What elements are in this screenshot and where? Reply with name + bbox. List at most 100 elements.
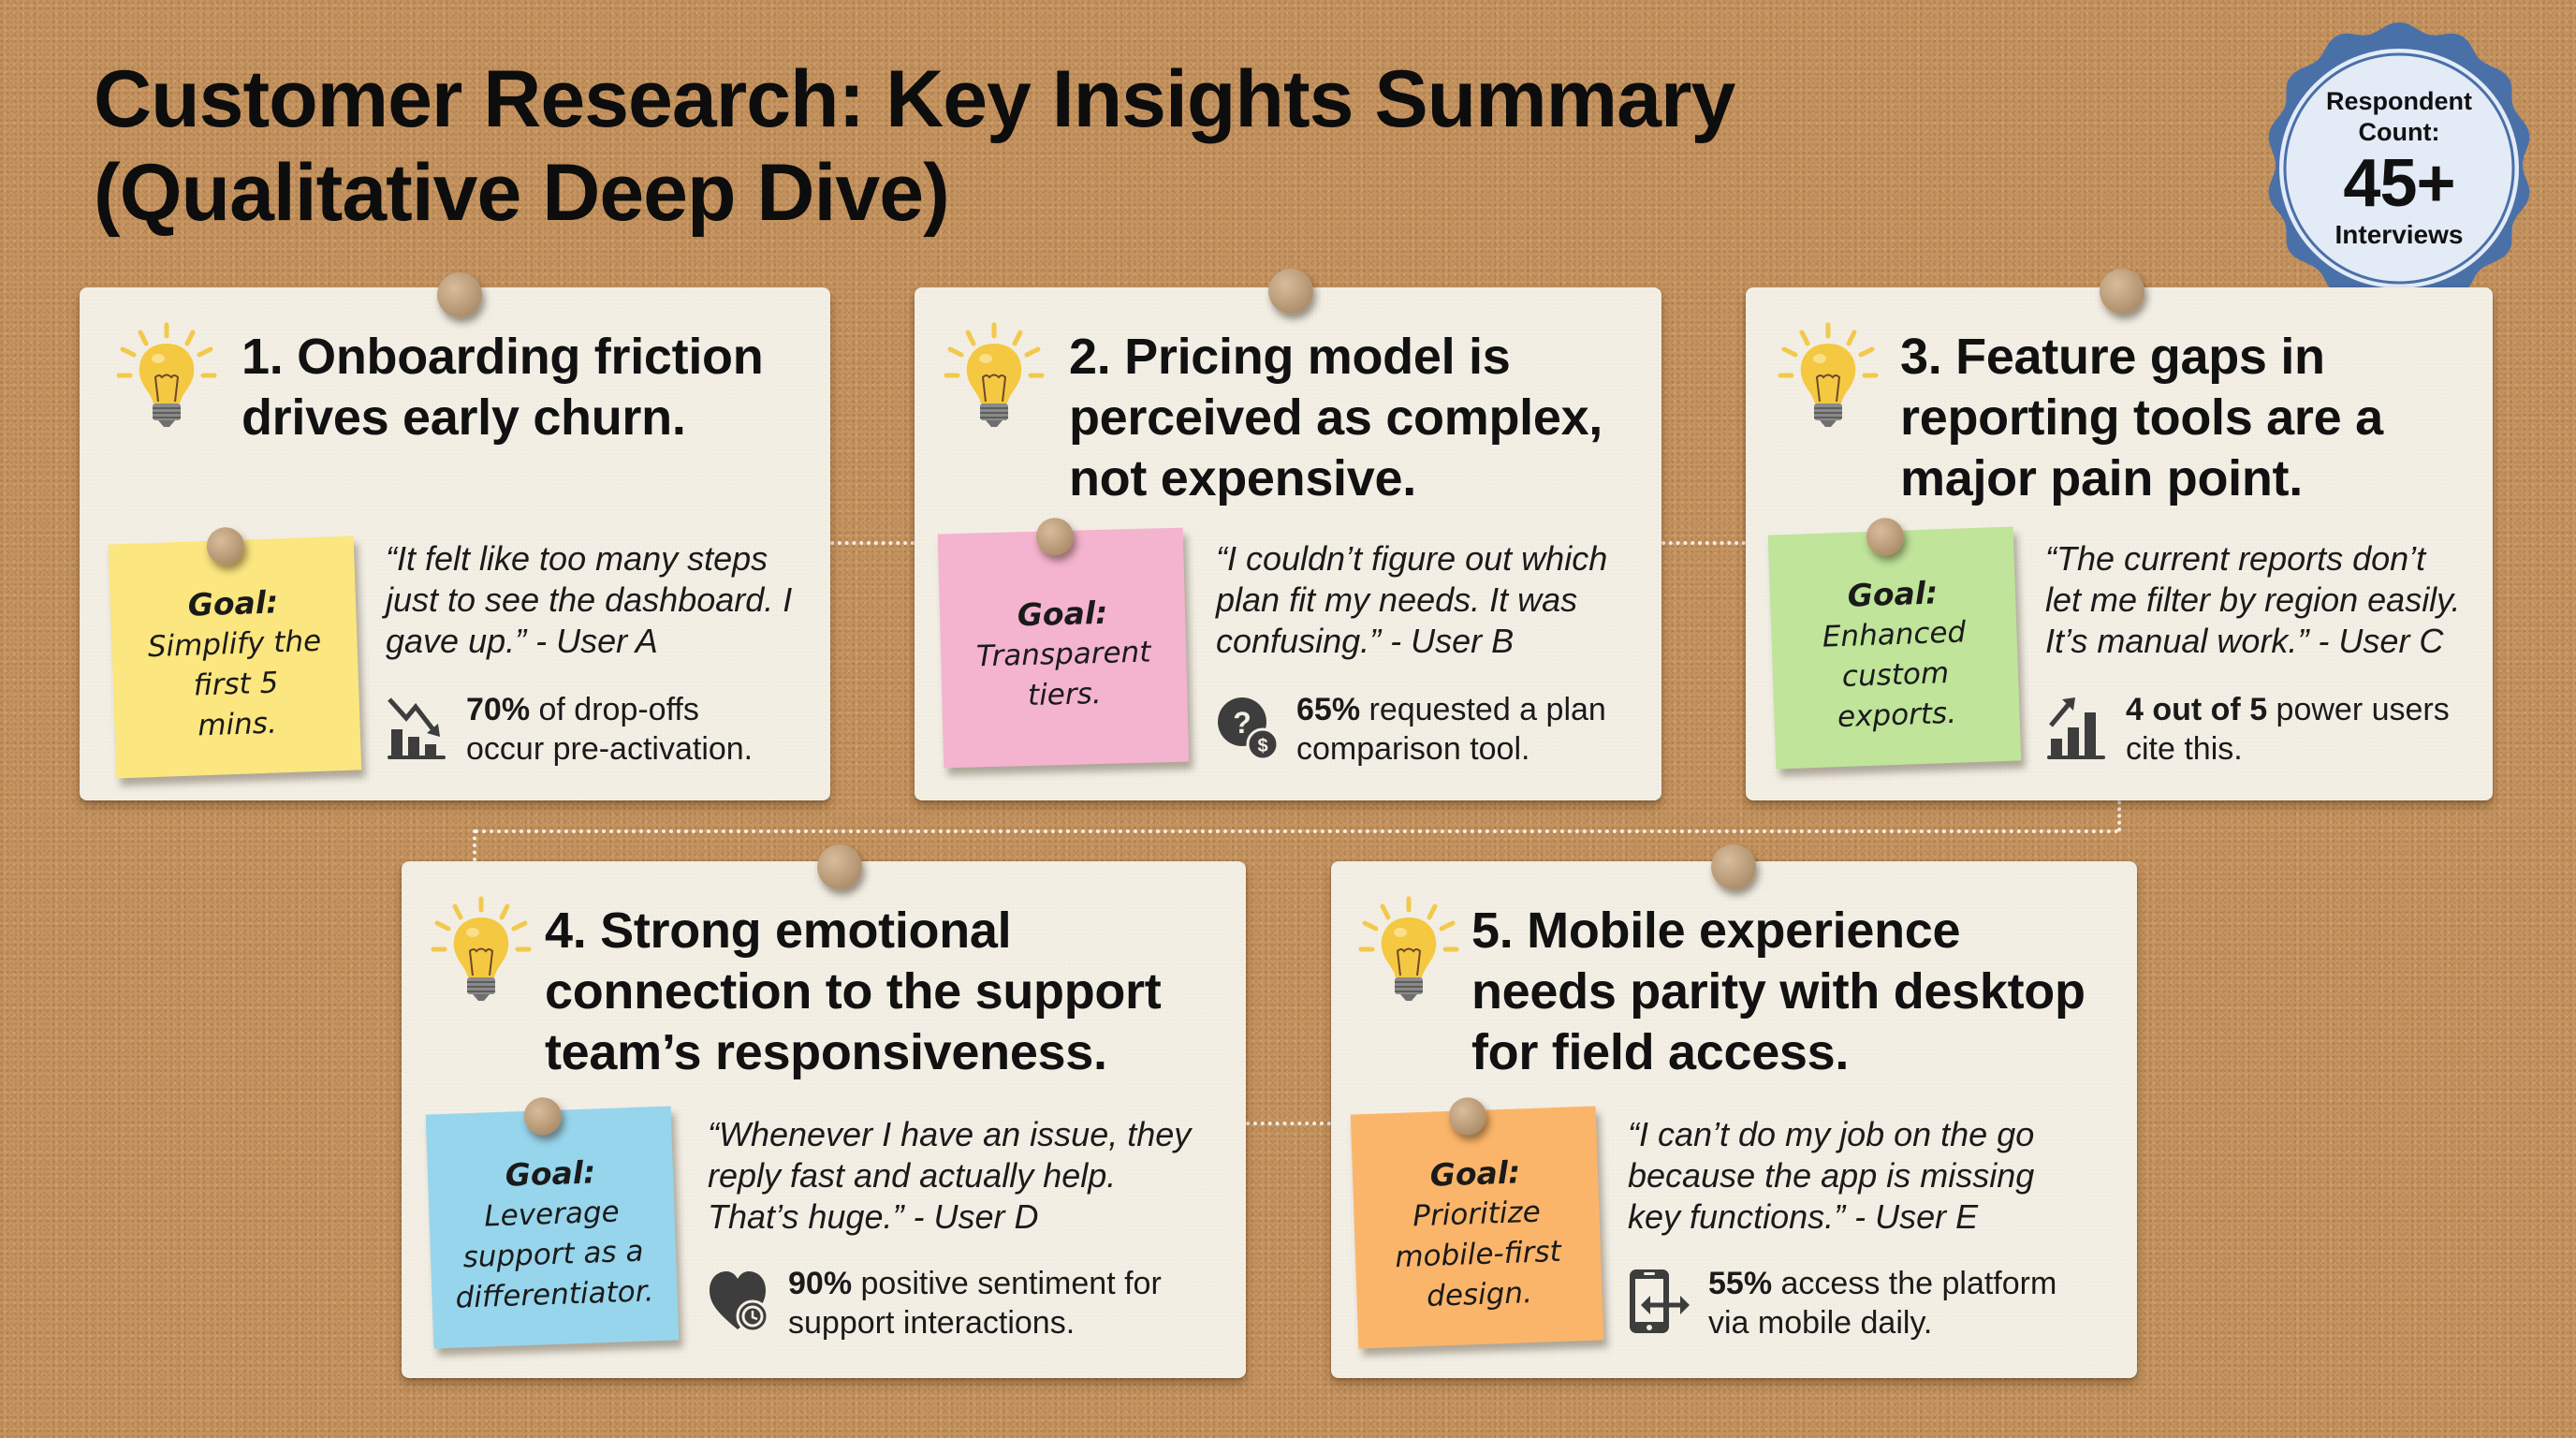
badge-count: 45+ bbox=[2343, 146, 2455, 221]
user-quote: “I can’t do my job on the go because the… bbox=[1628, 1114, 2115, 1238]
push-pin-icon bbox=[523, 1096, 563, 1136]
stat-value: 70% bbox=[466, 692, 531, 727]
stat-description: requested a plan bbox=[1360, 692, 1606, 727]
quote-line: gave up.” - User A bbox=[386, 622, 658, 660]
goal-label: Goal: bbox=[187, 582, 279, 624]
chart-growth-icon bbox=[2047, 697, 2105, 759]
insight-title: 2. Pricing model is perceived as complex… bbox=[1069, 327, 1649, 509]
goal-text-line: exports. bbox=[1837, 696, 1957, 734]
stat-description: access the platform bbox=[1772, 1266, 2057, 1301]
goal-label: Goal: bbox=[505, 1152, 596, 1194]
svg-text:$: $ bbox=[1257, 736, 1267, 756]
goal-label: Goal: bbox=[1847, 573, 1939, 614]
stat-text: 65% requested a plan comparison tool. bbox=[1296, 690, 1652, 769]
page-title-line-2: (Qualitative Deep Dive) bbox=[94, 148, 950, 238]
mobile-sync-icon bbox=[1630, 1269, 1690, 1333]
connector-2-3 bbox=[1661, 541, 1746, 545]
badge-label-line-2: Count: bbox=[2358, 118, 2440, 146]
page-title: Customer Research: Key Insights Summary … bbox=[94, 52, 1735, 240]
quote-line: “I couldn’t figure out which bbox=[1216, 539, 1608, 578]
quote-line: because the app is missing bbox=[1628, 1156, 2035, 1195]
insight-title-line: needs parity with desktop bbox=[1471, 963, 2086, 1020]
insight-title-line: 2. Pricing model is bbox=[1069, 329, 1511, 385]
insight-title-line: team’s responsiveness. bbox=[545, 1024, 1107, 1080]
insight-card-2: 2. Pricing model is perceived as complex… bbox=[915, 269, 1661, 800]
goal-text-line: Prioritize bbox=[1412, 1195, 1542, 1233]
goal-text-line: first 5 bbox=[193, 665, 279, 703]
lightbulb-icon bbox=[430, 895, 533, 1005]
insight-title-line: perceived as complex, bbox=[1069, 389, 1603, 446]
insight-title-line: major pain point. bbox=[1900, 450, 2303, 506]
connector-4-5 bbox=[1246, 1122, 1331, 1125]
quote-line: confusing.” - User B bbox=[1216, 622, 1515, 660]
lightbulb-icon bbox=[1777, 321, 1880, 432]
insight-title-line: 5. Mobile experience bbox=[1471, 902, 1961, 959]
user-quote: “Whenever I have an issue, they reply fa… bbox=[708, 1114, 1213, 1238]
goal-label: Goal: bbox=[1017, 594, 1108, 634]
goal-text: Transparent tiers. bbox=[975, 633, 1152, 718]
quote-line: “The current reports don’t bbox=[2045, 539, 2426, 578]
stat-description: comparison tool. bbox=[1296, 731, 1530, 767]
push-pin-icon bbox=[1035, 517, 1075, 556]
insight-stat: 4 out of 5 power users cite this. bbox=[2045, 690, 2481, 769]
user-quote: “I couldn’t figure out which plan fit my… bbox=[1216, 538, 1656, 662]
push-pin-icon bbox=[2100, 269, 2144, 314]
heart-clock-icon bbox=[710, 1271, 769, 1333]
stat-description: of drop-offs bbox=[530, 692, 699, 727]
lightbulb-icon bbox=[115, 321, 218, 432]
quote-line: That’s huge.” - User D bbox=[708, 1197, 1039, 1236]
push-pin-icon bbox=[437, 272, 482, 317]
goal-text-line: custom bbox=[1841, 655, 1950, 694]
connector-3-4-down bbox=[473, 829, 476, 861]
insight-card-4: 4. Strong emotional connection to the su… bbox=[402, 844, 1246, 1378]
goal-text: Prioritize mobile-first design. bbox=[1393, 1191, 1563, 1317]
respondent-count-badge: Respondent Count: 45+ Interviews bbox=[2251, 21, 2547, 316]
goal-text-line: tiers. bbox=[1027, 676, 1103, 713]
quote-line: let me filter by region easily. bbox=[2045, 580, 2461, 619]
svg-text:?: ? bbox=[1233, 706, 1251, 740]
page-title-line-1: Customer Research: Key Insights Summary bbox=[94, 54, 1735, 144]
insight-card-3: 3. Feature gaps in reporting tools are a… bbox=[1746, 269, 2493, 800]
goal-text-line: support as a bbox=[461, 1234, 645, 1274]
insight-title-line: 1. Onboarding friction bbox=[242, 329, 764, 385]
stat-value: 4 out of 5 bbox=[2126, 692, 2268, 727]
goal-sticky-note: Goal: Leverage support as a differentiat… bbox=[425, 1096, 680, 1349]
connector-3-4-up bbox=[2117, 800, 2121, 831]
stat-text: 90% positive sentiment for support inter… bbox=[788, 1264, 1219, 1343]
insight-title-line: 3. Feature gaps in bbox=[1900, 329, 2325, 385]
stat-value: 90% bbox=[788, 1266, 853, 1301]
push-pin-icon bbox=[206, 526, 245, 565]
goal-text-line: design. bbox=[1426, 1275, 1533, 1313]
goal-sticky-note: Goal: Simplify the first 5 mins. bbox=[108, 526, 362, 779]
insight-title: 5. Mobile experience needs parity with d… bbox=[1471, 901, 2127, 1083]
insight-title-line: not expensive. bbox=[1069, 450, 1416, 506]
stat-description: via mobile daily. bbox=[1708, 1305, 1933, 1341]
stat-text: 55% access the platform via mobile daily… bbox=[1708, 1264, 2139, 1343]
quote-line: plan fit my needs. It was bbox=[1216, 580, 1578, 619]
stat-description: positive sentiment for bbox=[852, 1266, 1162, 1301]
lightbulb-icon bbox=[943, 321, 1046, 432]
goal-sticky-note: Goal: Prioritize mobile-first design. bbox=[1350, 1096, 1604, 1349]
insight-card-5: 5. Mobile experience needs parity with d… bbox=[1331, 844, 2139, 1378]
goal-sticky-note: Goal: Transparent tiers. bbox=[937, 517, 1190, 769]
insight-stat: 55% access the platform via mobile daily… bbox=[1628, 1264, 2139, 1343]
goal-text: Leverage support as a differentiator. bbox=[452, 1191, 654, 1318]
badge-label-line-1: Respondent bbox=[2325, 87, 2472, 115]
stat-description: cite this. bbox=[2126, 731, 2243, 767]
quote-line: “Whenever I have an issue, they bbox=[708, 1115, 1192, 1153]
connector-3-4-horizontal bbox=[475, 829, 2120, 833]
quote-line: “It felt like too many steps bbox=[386, 539, 768, 578]
push-pin-icon bbox=[1711, 844, 1756, 889]
badge-subtitle: Interviews bbox=[2334, 220, 2464, 249]
goal-text-line: Enhanced bbox=[1822, 614, 1967, 654]
insight-stat: ? $ 65% requested a plan comparison tool… bbox=[1216, 690, 1652, 769]
push-pin-icon bbox=[817, 844, 862, 889]
goal-text-line: Transparent bbox=[975, 635, 1151, 674]
quote-line: reply fast and actually help. bbox=[708, 1156, 1117, 1195]
quote-line: It’s manual work.” - User C bbox=[2045, 622, 2444, 660]
stat-value: 65% bbox=[1296, 692, 1361, 727]
insight-title-line: reporting tools are a bbox=[1900, 389, 2383, 446]
goal-text: Simplify the first 5 mins. bbox=[147, 621, 325, 747]
badge-seal-icon bbox=[2268, 22, 2530, 307]
stat-text: 70% of drop-offs occur pre-activation. bbox=[466, 690, 822, 769]
